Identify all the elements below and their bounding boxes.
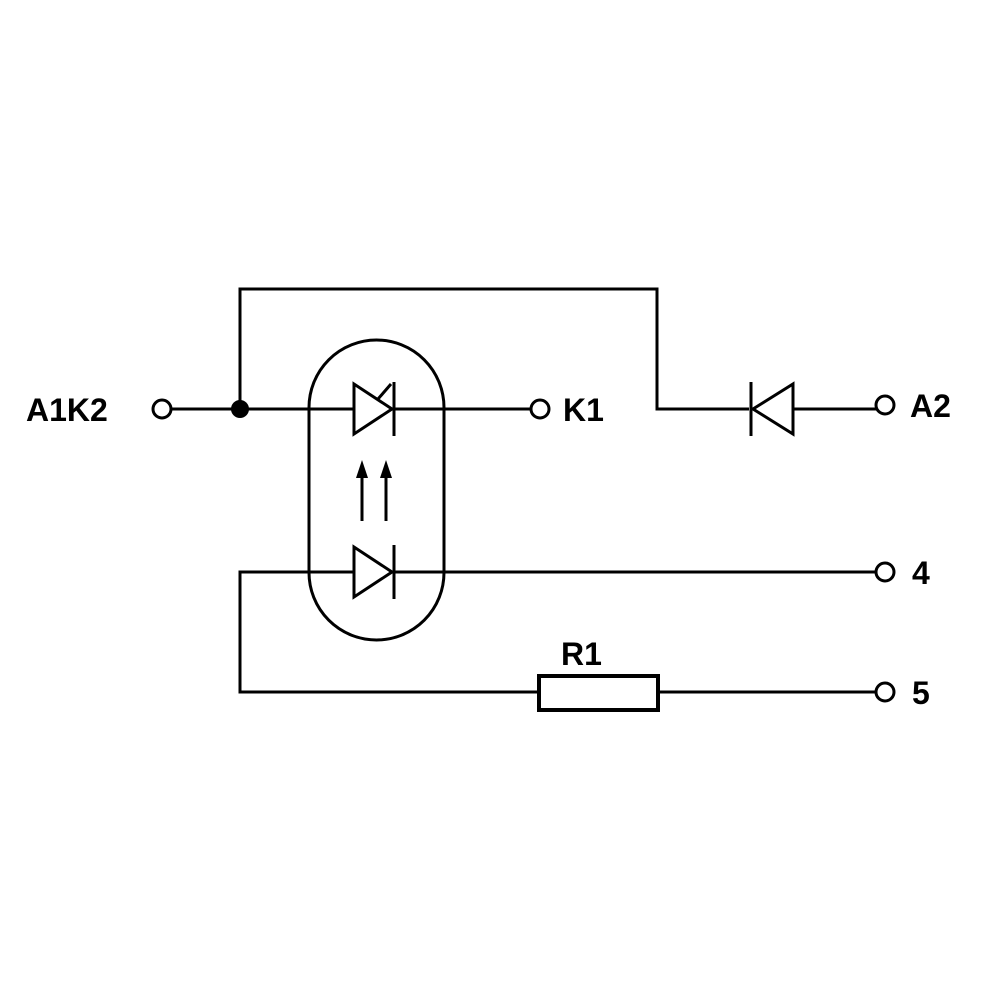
- resistor-label-r1: R1: [561, 636, 602, 672]
- terminals: [151, 394, 896, 703]
- thyristor-icon: [352, 381, 396, 437]
- terminal-circle-k1: [529, 398, 551, 420]
- led-icon: [352, 544, 396, 600]
- terminal-circle-pin4: [874, 561, 896, 583]
- terminal-label-a2: A2: [910, 388, 951, 424]
- terminal-label-pin5: 5: [912, 675, 930, 711]
- terminal-circle-a1k2: [151, 398, 173, 420]
- light-arrows-icon: [356, 460, 392, 521]
- terminal-label-pin4: 4: [912, 555, 930, 591]
- optocoupler-housing: [307, 338, 446, 642]
- resistor-r1: [537, 674, 660, 712]
- wires: [171, 287, 876, 694]
- wire-junction-to-diode: [238, 287, 749, 411]
- terminal-circle-pin5: [874, 681, 896, 703]
- wire-led-anode-loop: [238, 570, 538, 694]
- terminal-label-k1: K1: [563, 392, 604, 428]
- diode-icon: [749, 381, 795, 437]
- terminal-circle-a2: [874, 394, 896, 416]
- terminal-label-a1k2: A1K2: [26, 392, 108, 428]
- junction-dot-icon: [231, 400, 249, 418]
